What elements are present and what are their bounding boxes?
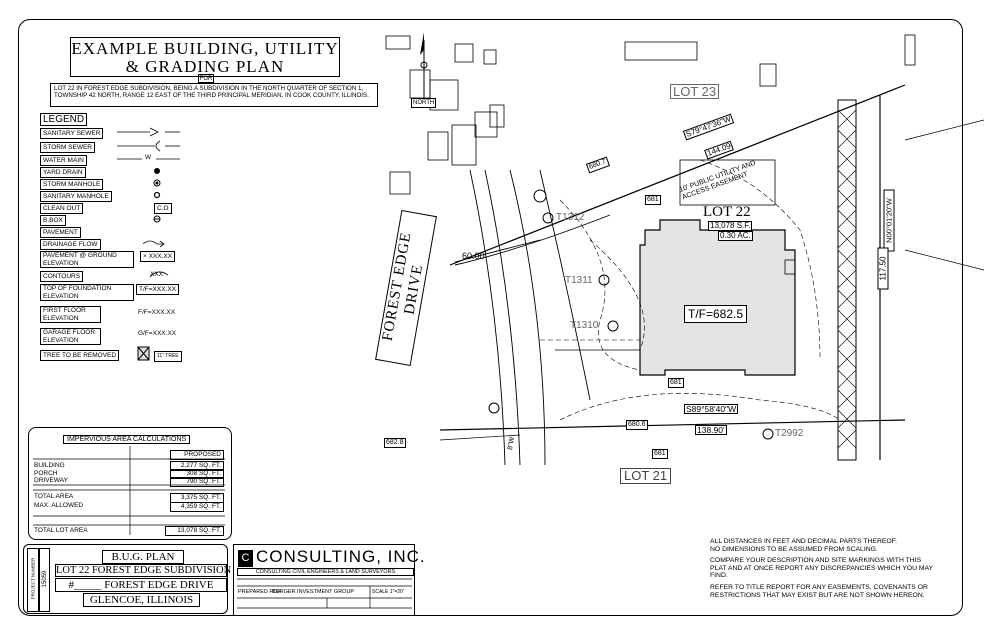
impervious-row-value: 4,359 SQ. FT. bbox=[170, 502, 224, 512]
legend-item-storm-sewer: STORM SEWER bbox=[40, 142, 95, 153]
legend-item-storm-manhole: STORM MANHOLE bbox=[40, 179, 104, 190]
spot-elevation: 680.6 bbox=[626, 420, 648, 430]
impervious-header: PROPOSED bbox=[170, 450, 224, 460]
legend-item-pavement-ground: PAVEMENT @ GROUND ELEVATION bbox=[40, 251, 134, 268]
legend-item-drainage-flow: DRAINAGE FLOW bbox=[40, 239, 101, 250]
bug-plan-label: B.U.G. PLAN bbox=[102, 550, 184, 564]
legend-item-clean-out: CLEAN OUT bbox=[40, 203, 84, 214]
south-bearing: S89°58'40"W bbox=[684, 404, 739, 414]
lot-21-label: LOT 21 bbox=[620, 468, 672, 484]
east-distance: 117.50 bbox=[877, 247, 889, 290]
legend-symbol-contour: XXX bbox=[150, 271, 164, 278]
lot-label: LOT 22 FOREST EDGE SUBDIVISION bbox=[55, 564, 232, 577]
lot-22-acres: 0.30 AC. bbox=[718, 231, 753, 241]
legend-item-garage-floor: GARAGE FLOOR ELEVATION bbox=[40, 328, 101, 345]
impervious-row-label: TOTAL LOT AREA bbox=[34, 527, 88, 534]
plan-title-line2: & GRADING PLAN bbox=[125, 57, 285, 76]
legend-symbol-gf: G/F=XXX.XX bbox=[138, 330, 177, 337]
lot-22-label: LOT 22 bbox=[703, 204, 751, 220]
legend-symbol-water: W bbox=[145, 154, 152, 161]
tree-label: T2992 bbox=[775, 428, 804, 439]
firm-name: CONSULTING, INC. bbox=[256, 547, 426, 566]
legend-item-contours: CONTOURS bbox=[40, 271, 84, 282]
note-line: COMPARE YOUR DESCRIPTION AND SITE MARKIN… bbox=[710, 557, 933, 580]
impervious-row-label: BUILDING bbox=[34, 462, 65, 469]
east-bearing: N00°01'20"W bbox=[883, 189, 895, 252]
impervious-area-table bbox=[28, 427, 232, 540]
legend-item-tree-removed: TREE TO BE REMOVED bbox=[40, 350, 120, 361]
address-label: #_____ FOREST EDGE DRIVE bbox=[55, 578, 227, 592]
legend-item-bbox: B.BOX bbox=[40, 215, 66, 226]
client-name: BURGER INVESTMENT GROUP bbox=[272, 589, 355, 595]
note-line: REFER TO TITLE REPORT FOR ANY EASEMENTS,… bbox=[710, 583, 928, 599]
spot-elevation: 681 bbox=[668, 378, 684, 388]
south-distance: 138.90' bbox=[695, 425, 727, 435]
legend-item-yard-drain: YARD DRAIN bbox=[40, 167, 86, 178]
legend-item-sanitary-manhole: SANITARY MANHOLE bbox=[40, 191, 112, 202]
spot-elevation: 681 bbox=[652, 449, 668, 459]
project-number-strip: PROJECT NUMBER bbox=[27, 548, 39, 612]
city-label: GLENCOE, ILLINOIS bbox=[83, 593, 200, 607]
general-notes: ALL DISTANCES IN FEET AND DECIMAL PARTS … bbox=[710, 538, 938, 599]
legend-symbol-ground-elev: × XXX.XX bbox=[140, 251, 176, 262]
firm-block bbox=[233, 544, 415, 616]
north-label: NORTH bbox=[411, 98, 437, 108]
impervious-row-value: 13,078 SQ. FT. bbox=[165, 526, 224, 536]
curve-label: 60.00' bbox=[462, 251, 487, 261]
note-line: NO DIMENSIONS TO BE ASSUMED FROM SCALING… bbox=[710, 545, 878, 553]
legend-title: LEGEND bbox=[40, 113, 88, 126]
for-label: FOR bbox=[198, 74, 214, 83]
tree-label: T1310 bbox=[570, 320, 599, 331]
impervious-row-label: PORCH bbox=[34, 470, 58, 477]
tree-label: T1311 bbox=[565, 275, 593, 286]
title-block bbox=[23, 544, 228, 614]
top-of-foundation: T/F=682.5 bbox=[684, 305, 748, 323]
legend-item-first-floor: FIRST FLOOR ELEVATION bbox=[40, 306, 101, 323]
legend-symbol-tf: T/F=XXX.XX bbox=[136, 284, 180, 295]
plan-title-box: EXAMPLE BUILDING, UTILITY & GRADING PLAN bbox=[70, 37, 340, 77]
note-line: ALL DISTANCES IN FEET AND DECIMAL PARTS … bbox=[710, 538, 897, 545]
legal-description: LOT 22 IN FOREST EDGE SUBDIVISION, BEING… bbox=[50, 83, 378, 107]
legend-symbol-cleanout: C.O bbox=[154, 203, 172, 214]
plan-title-line1: EXAMPLE BUILDING, UTILITY bbox=[71, 39, 339, 58]
impervious-row-label: DRIVEWAY bbox=[34, 477, 68, 484]
legend-item-sanitary-sewer: SANITARY SEWER bbox=[40, 128, 104, 139]
firm-logo-icon: C bbox=[238, 550, 253, 567]
scale-label: SCALE 1"=20' bbox=[372, 589, 404, 595]
proposed-building bbox=[639, 219, 796, 376]
drawing-sheet-border bbox=[18, 19, 963, 616]
legend-tree-note: 11" TREE bbox=[154, 351, 182, 362]
impervious-title: IMPERVIOUS AREA CALCULATIONS bbox=[63, 435, 191, 444]
impervious-row-label: MAX. ALLOWED bbox=[34, 502, 84, 509]
legend-symbol-ff: F/F=XXX.XX bbox=[138, 309, 176, 316]
job-number-strip: 15059 bbox=[39, 548, 50, 612]
lot-23-label: LOT 23 bbox=[670, 84, 720, 99]
impervious-row-value: 790 SQ. FT. bbox=[170, 477, 224, 487]
legend-item-water-main: WATER MAIN bbox=[40, 155, 87, 166]
firm-subtitle: CONSULTING CIVIL ENGINEERS & LAND SURVEY… bbox=[237, 568, 414, 576]
impervious-row-value: 2,277 SQ. FT. bbox=[170, 461, 224, 471]
prepared-for-label: PREPARED FOR bbox=[238, 589, 281, 595]
legend-item-top-of-foundation: TOP OF FOUNDATION ELEVATION bbox=[40, 284, 134, 301]
lot-22-area: 13,078 S.F. bbox=[708, 221, 753, 231]
legend-item-pavement: PAVEMENT bbox=[40, 227, 81, 238]
tree-label: T1312 bbox=[556, 212, 585, 223]
impervious-row-value: 308 SQ. FT. bbox=[170, 469, 224, 479]
spot-elevation: 681 bbox=[645, 195, 661, 205]
spot-elevation: 682.8 bbox=[384, 438, 406, 448]
impervious-row-label: TOTAL AREA bbox=[34, 493, 74, 500]
